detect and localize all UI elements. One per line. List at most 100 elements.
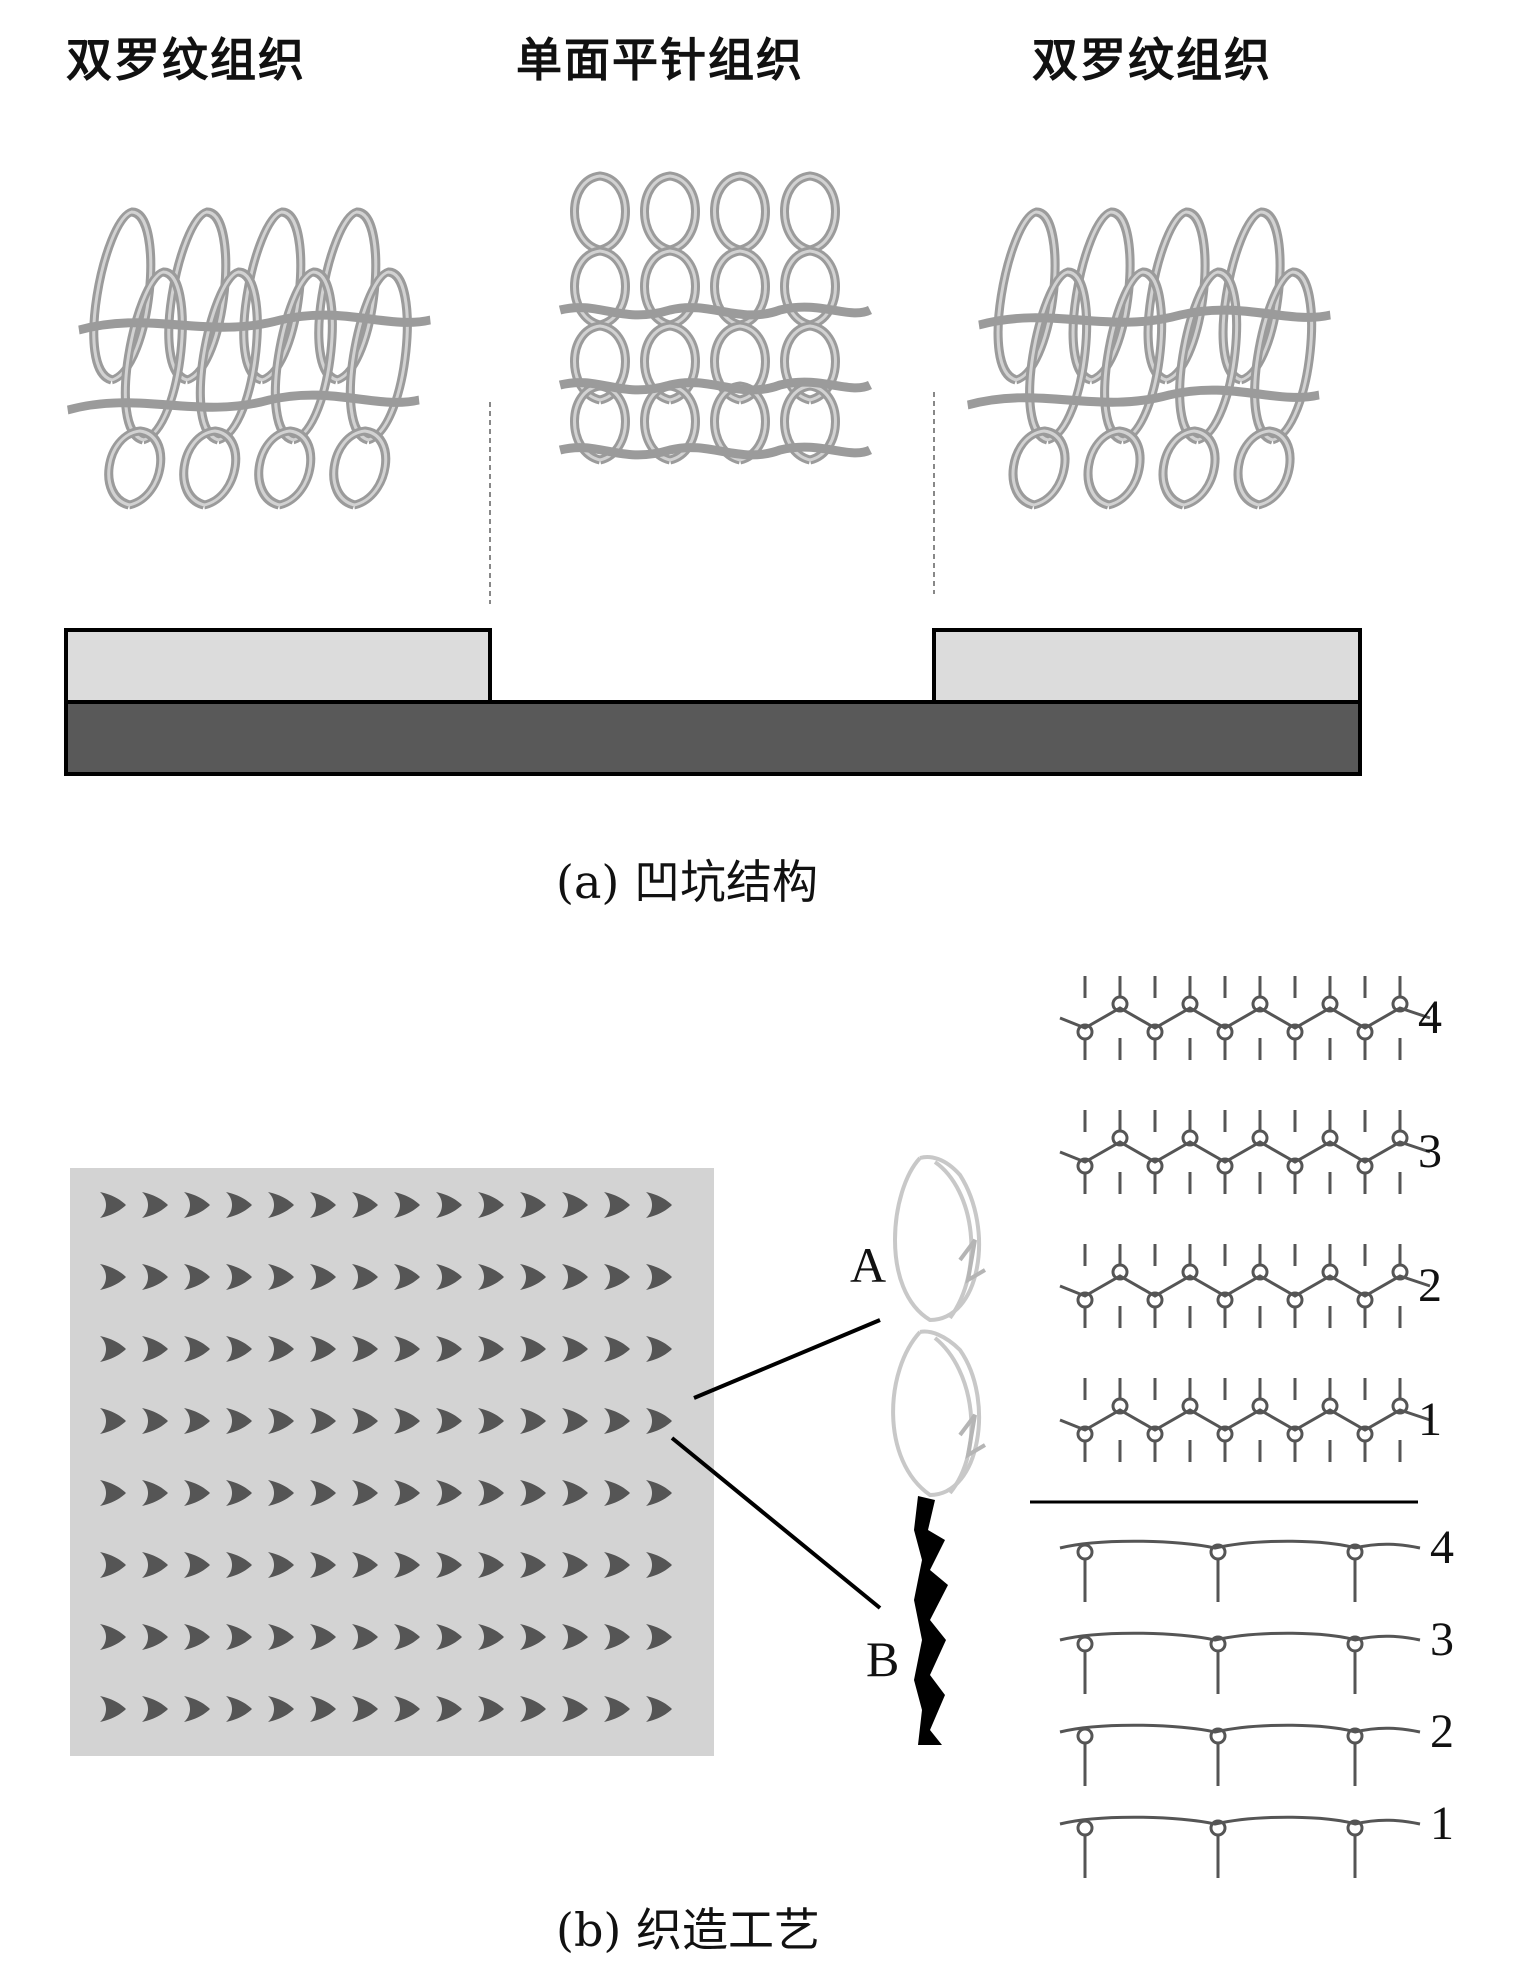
loop-node <box>1216 1291 1234 1309</box>
pit-mark <box>478 1480 504 1506</box>
pit-mark <box>562 1336 588 1362</box>
pit-mark <box>352 1552 378 1578</box>
pit-mark <box>184 1408 210 1434</box>
pit-mark <box>226 1264 252 1290</box>
loop-node <box>1111 995 1129 1013</box>
loop-node <box>1181 1397 1199 1415</box>
top-layer-right <box>932 628 1362 704</box>
pit-mark <box>100 1192 126 1218</box>
pit-mark <box>436 1480 462 1506</box>
pit-mark <box>562 1192 588 1218</box>
pit-mark <box>100 1624 126 1650</box>
pit-mark <box>604 1552 630 1578</box>
loop-node <box>1076 1157 1094 1175</box>
loop-node <box>1146 1023 1164 1041</box>
pit-mark <box>184 1336 210 1362</box>
pit-mark <box>310 1696 336 1722</box>
pit-mark <box>646 1480 672 1506</box>
pit-mark <box>352 1696 378 1722</box>
pit-mark <box>268 1336 294 1362</box>
loop-node <box>1346 1819 1364 1837</box>
loop-node <box>1209 1819 1227 1837</box>
pit-mark <box>394 1336 420 1362</box>
weaving-process-figure: A B <box>70 976 1431 1878</box>
pit-mark <box>646 1624 672 1650</box>
pit-mark <box>646 1552 672 1578</box>
yarn-path <box>1059 1631 1421 1642</box>
loop-node <box>1209 1635 1227 1653</box>
notation-b <box>1059 1539 1421 1878</box>
region-label-b: B <box>866 1631 899 1687</box>
pit-mark <box>478 1336 504 1362</box>
pit-mark <box>226 1408 252 1434</box>
region-label-a: A <box>850 1237 886 1293</box>
loop-node <box>1181 995 1199 1013</box>
pit-mark <box>436 1408 462 1434</box>
loop-node <box>1286 1157 1304 1175</box>
loop-node <box>1076 1819 1094 1837</box>
pit-mark <box>268 1192 294 1218</box>
pit-mark <box>184 1192 210 1218</box>
loop-node <box>1076 1635 1094 1653</box>
pit-mark <box>394 1192 420 1218</box>
pit-mark <box>562 1624 588 1650</box>
pit-mark <box>268 1480 294 1506</box>
pit-mark <box>142 1264 168 1290</box>
loop-node <box>1181 1263 1199 1281</box>
pit-mark <box>604 1192 630 1218</box>
loop-node <box>1286 1291 1304 1309</box>
pit-mark <box>478 1696 504 1722</box>
pit-mark <box>604 1264 630 1290</box>
pit-mark <box>100 1480 126 1506</box>
pit-mark <box>478 1408 504 1434</box>
pit-mark <box>478 1264 504 1290</box>
pit-mark <box>646 1696 672 1722</box>
loop-node <box>1391 1397 1409 1415</box>
caption-a: (a) 凹坑结构 <box>556 855 818 909</box>
pit-mark <box>394 1480 420 1506</box>
loop-node <box>1181 1129 1199 1147</box>
pit-mark <box>268 1696 294 1722</box>
pit-mark <box>142 1696 168 1722</box>
loop-node <box>1216 1157 1234 1175</box>
pit-mark <box>562 1408 588 1434</box>
loop-node <box>1346 1635 1364 1653</box>
pit-mark <box>520 1480 546 1506</box>
pit-mark <box>646 1264 672 1290</box>
label-double-rib-right: 双罗纹组织 <box>1032 33 1272 87</box>
caption-b: (b) 织造工艺 <box>556 1903 820 1957</box>
pit-mark <box>142 1624 168 1650</box>
pit-mark <box>226 1192 252 1218</box>
yarn-path <box>1059 1140 1431 1164</box>
yarn-path <box>1059 1815 1421 1826</box>
pit-mark <box>604 1480 630 1506</box>
pit-mark <box>184 1624 210 1650</box>
loop-node <box>1356 1425 1374 1443</box>
loop-node <box>1251 1129 1269 1147</box>
loop-node <box>1321 1129 1339 1147</box>
pit-mark <box>310 1264 336 1290</box>
pit-mark <box>520 1192 546 1218</box>
pit-mark <box>394 1624 420 1650</box>
pit-mark <box>226 1624 252 1650</box>
yarn-path <box>1059 1408 1431 1432</box>
pit-mark <box>436 1264 462 1290</box>
pit-mark <box>184 1480 210 1506</box>
row-label-a-3: 3 <box>1418 1125 1442 1178</box>
label-double-rib-left: 双罗纹组织 <box>66 33 306 87</box>
pit-mark <box>562 1696 588 1722</box>
loop-node <box>1216 1023 1234 1041</box>
loop-node <box>1146 1425 1164 1443</box>
pit-mark <box>226 1552 252 1578</box>
pit-mark <box>310 1624 336 1650</box>
pit-mark <box>352 1480 378 1506</box>
loop-node <box>1391 995 1409 1013</box>
pit-mark <box>520 1408 546 1434</box>
pit-mark <box>226 1696 252 1722</box>
pit-mark <box>352 1192 378 1218</box>
pit-mark <box>352 1408 378 1434</box>
loop-node <box>1216 1425 1234 1443</box>
yarn-path <box>1059 1274 1431 1298</box>
leader-line-b <box>670 1436 882 1610</box>
pit-mark <box>142 1408 168 1434</box>
